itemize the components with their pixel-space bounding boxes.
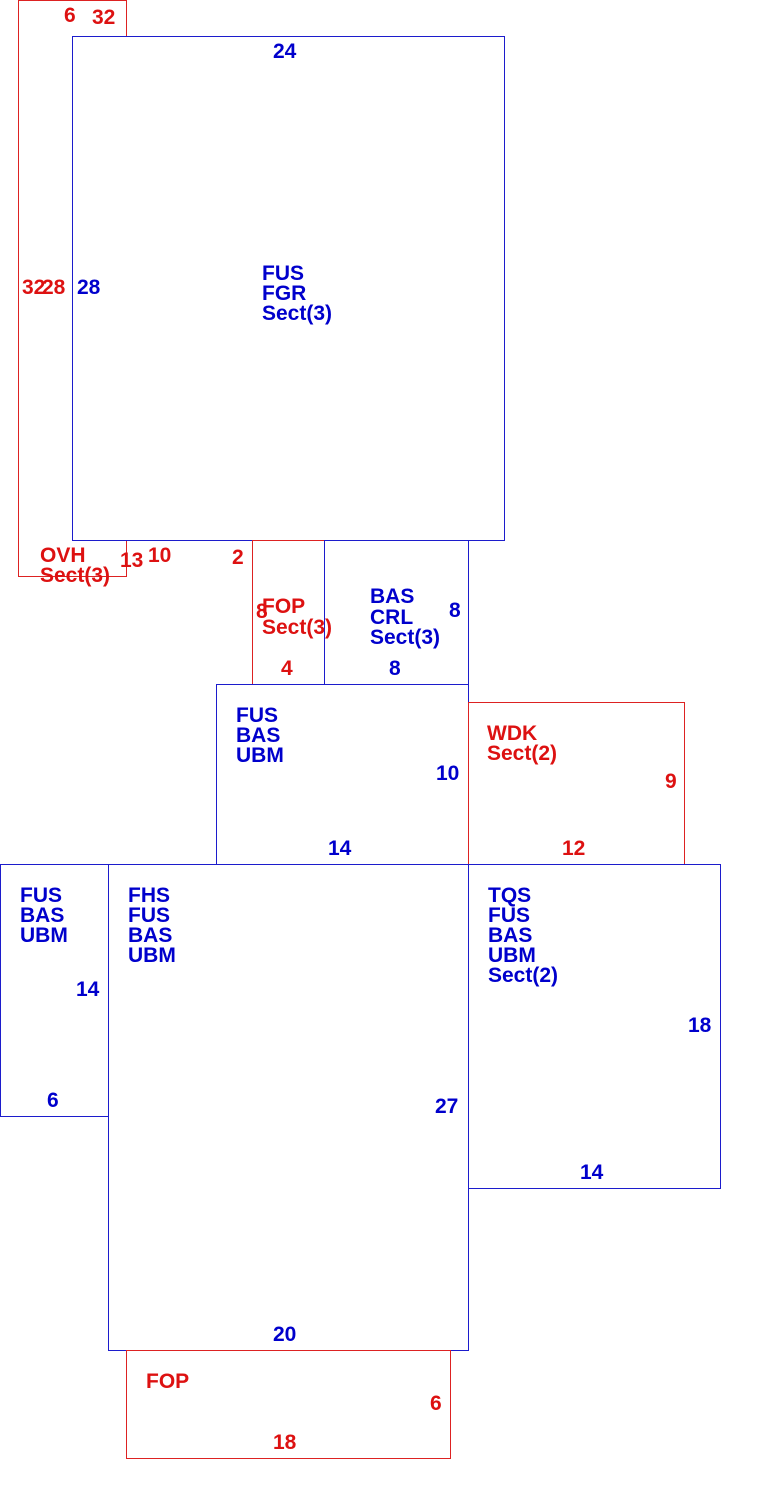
fop-bottom-dim-bottom: 18 — [273, 1431, 297, 1454]
bas-crl-code-3: Sect(3) — [370, 626, 441, 649]
bas-crl-dim-bottom: 8 — [389, 657, 401, 680]
tqs-code-5: Sect(2) — [488, 964, 559, 987]
fus-fgr-code-2: FGR — [262, 282, 307, 305]
center-code-3: UBM — [236, 744, 284, 767]
fus-fgr-code-3: Sect(3) — [262, 302, 333, 325]
fop-bottom-dim-right: 6 — [430, 1392, 442, 1415]
main-code-1: FHS — [128, 884, 170, 907]
left-code-1: FUS — [20, 884, 62, 907]
main-dim-right: 27 — [435, 1095, 459, 1118]
left-code-3: UBM — [20, 924, 68, 947]
fop-bottom-area — [126, 1350, 451, 1459]
main-code-4: UBM — [128, 944, 176, 967]
fop-bottom-code: FOP — [146, 1370, 190, 1393]
tqs-code-3: BAS — [488, 924, 533, 947]
left-dim-bottom: 6 — [47, 1089, 59, 1112]
center-code-2: BAS — [236, 724, 281, 747]
wdk-dim-bottom: 12 — [562, 837, 586, 860]
tqs-code-4: UBM — [488, 944, 536, 967]
ovh-dim-bottom-b: 10 — [148, 544, 172, 567]
tqs-code-1: TQS — [488, 884, 532, 907]
fus-fgr-dim-left-inner: 28 — [77, 276, 101, 299]
bas-crl-code-1: BAS — [370, 585, 415, 608]
ovh-dim-left: 32 — [22, 276, 46, 299]
ovh-dim-bottom-c: 2 — [232, 546, 244, 569]
main-dim-bottom: 20 — [273, 1323, 297, 1346]
wdk-code: WDK — [487, 722, 538, 745]
tqs-area — [468, 864, 721, 1189]
bas-crl-dim-right: 8 — [449, 599, 461, 622]
tqs-dim-bottom: 14 — [580, 1161, 604, 1184]
center-dim-bottom: 14 — [328, 837, 352, 860]
fop-top-section: Sect(3) — [262, 616, 333, 639]
left-code-2: BAS — [20, 904, 65, 927]
bas-crl-code-2: CRL — [370, 606, 414, 629]
ovh-section: Sect(3) — [40, 564, 111, 587]
ovh-code: OVH — [40, 544, 86, 567]
wdk-section: Sect(2) — [487, 742, 558, 765]
fop-top-code: FOP — [262, 595, 306, 618]
main-code-2: FUS — [128, 904, 170, 927]
fus-fgr-code-1: FUS — [262, 262, 304, 285]
ovh-dim-top-b: 32 — [92, 6, 116, 29]
center-code-1: FUS — [236, 704, 278, 727]
ovh-dim-top-a: 6 — [64, 4, 76, 27]
ovh-dim-bottom-a: 13 — [120, 549, 144, 572]
tqs-code-2: FUS — [488, 904, 530, 927]
main-code-3: BAS — [128, 924, 173, 947]
tqs-dim-right: 18 — [688, 1014, 712, 1037]
wdk-dim-right: 9 — [665, 770, 677, 793]
left-dim-right: 14 — [76, 978, 100, 1001]
fop-top-dim-left: 8 — [256, 600, 268, 623]
fus-fgr-dim-top: 24 — [273, 40, 297, 63]
fop-top-dim-bottom: 4 — [281, 657, 293, 680]
center-dim-right: 10 — [436, 762, 460, 785]
fus-fgr-dim-left-outer: 28 — [42, 276, 66, 299]
